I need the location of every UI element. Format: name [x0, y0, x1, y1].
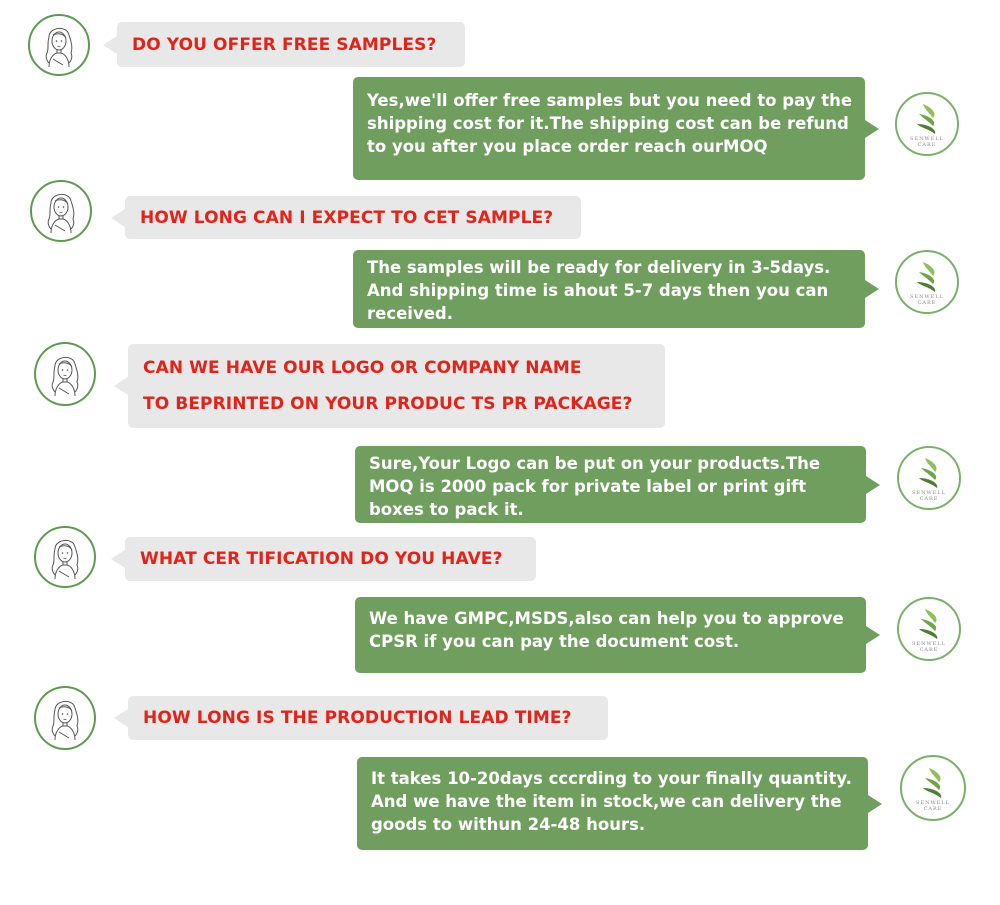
- question-text: WHAT CER TIFICATION DO YOU HAVE?: [140, 549, 503, 569]
- question-bubble: CAN WE HAVE OUR LOGO OR COMPANY NAME TO …: [114, 344, 665, 428]
- answer-text: received.: [367, 304, 453, 323]
- customer-avatar: [34, 686, 96, 750]
- brand-logo: SENWELL CARE: [897, 597, 961, 661]
- answer-text: MOQ is 2000 pack for private label or pr…: [369, 477, 807, 496]
- answer-bubble: Sure,Your Logo can be put on your produc…: [355, 446, 880, 523]
- customer-avatar: [30, 180, 92, 242]
- answer-text: goods to withun 24-48 hours.: [371, 815, 646, 834]
- answer-text: Sure,Your Logo can be put on your produc…: [369, 454, 821, 473]
- logo-text: SENWELL: [916, 800, 950, 806]
- answer-bubble: The samples will be ready for delivery i…: [353, 250, 879, 328]
- answer-bubble: We have GMPC,MSDS,also can help you to a…: [355, 597, 880, 673]
- brand-logo: SENWELL CARE: [895, 92, 959, 156]
- leaf-icon: [917, 104, 936, 134]
- question-bubble: WHAT CER TIFICATION DO YOU HAVE?: [111, 537, 536, 581]
- answer-text: shipping cost for it.The shipping cost c…: [367, 114, 849, 133]
- question-bubble: HOW LONG IS THE PRODUCTION LEAD TIME?: [114, 696, 608, 740]
- customer-avatar: [34, 342, 96, 406]
- logo-text: SENWELL: [910, 294, 944, 300]
- logo-text: CARE: [919, 496, 939, 502]
- leaf-icon: [923, 768, 942, 798]
- brand-logo: SENWELL CARE: [900, 755, 966, 821]
- answer-text: CPSR if you can pay the document cost.: [369, 632, 740, 651]
- customer-avatar: [34, 526, 96, 588]
- logo-text: SENWELL: [912, 641, 946, 647]
- question-text: CAN WE HAVE OUR LOGO OR COMPANY NAME: [143, 358, 582, 378]
- leaf-icon: [917, 262, 936, 292]
- answer-text: boxes to pack it.: [369, 500, 524, 519]
- leaf-icon: [919, 458, 938, 488]
- answer-bubble: It takes 10-20days cccrding to your fina…: [357, 757, 882, 850]
- answer-text: And we have the item in stock,we can del…: [371, 792, 842, 811]
- answer-text: Yes,we'll offer free samples but you nee…: [367, 91, 853, 110]
- question-text: TO BEPRINTED ON YOUR PRODUC TS PR PACKAG…: [143, 394, 633, 414]
- question-text: HOW LONG CAN I EXPECT TO CET SAMPLE?: [140, 207, 554, 228]
- answer-text: And shipping time is ahout 5-7 days then…: [367, 281, 829, 300]
- question-text: HOW LONG IS THE PRODUCTION LEAD TIME?: [143, 708, 572, 728]
- answer-text: It takes 10-20days cccrding to your fina…: [371, 769, 852, 788]
- logo-text: CARE: [917, 142, 937, 148]
- logo-text: SENWELL: [910, 136, 944, 142]
- question-bubble: HOW LONG CAN I EXPECT TO CET SAMPLE?: [111, 196, 581, 239]
- brand-logo: SENWELL CARE: [895, 250, 959, 314]
- answer-text: to you after you place order reach ourMO…: [367, 137, 768, 156]
- woman-icon: [47, 193, 75, 234]
- logo-text: SENWELL: [912, 490, 946, 496]
- answer-text: We have GMPC,MSDS,also can help you to a…: [369, 609, 844, 628]
- answer-bubble: Yes,we'll offer free samples but you nee…: [353, 77, 879, 180]
- logo-text: CARE: [919, 647, 939, 653]
- woman-icon: [51, 356, 79, 397]
- brand-logo: SENWELL CARE: [897, 446, 961, 510]
- woman-icon: [51, 539, 79, 580]
- question-text: DO YOU OFFER FREE SAMPLES?: [132, 34, 437, 55]
- answer-text: The samples will be ready for delivery i…: [367, 258, 831, 277]
- woman-icon: [51, 700, 79, 741]
- logo-text: CARE: [917, 300, 937, 306]
- leaf-icon: [919, 609, 938, 639]
- logo-text: CARE: [923, 806, 943, 812]
- customer-avatar: [28, 14, 90, 76]
- woman-icon: [45, 27, 73, 68]
- question-bubble: DO YOU OFFER FREE SAMPLES?: [103, 22, 465, 67]
